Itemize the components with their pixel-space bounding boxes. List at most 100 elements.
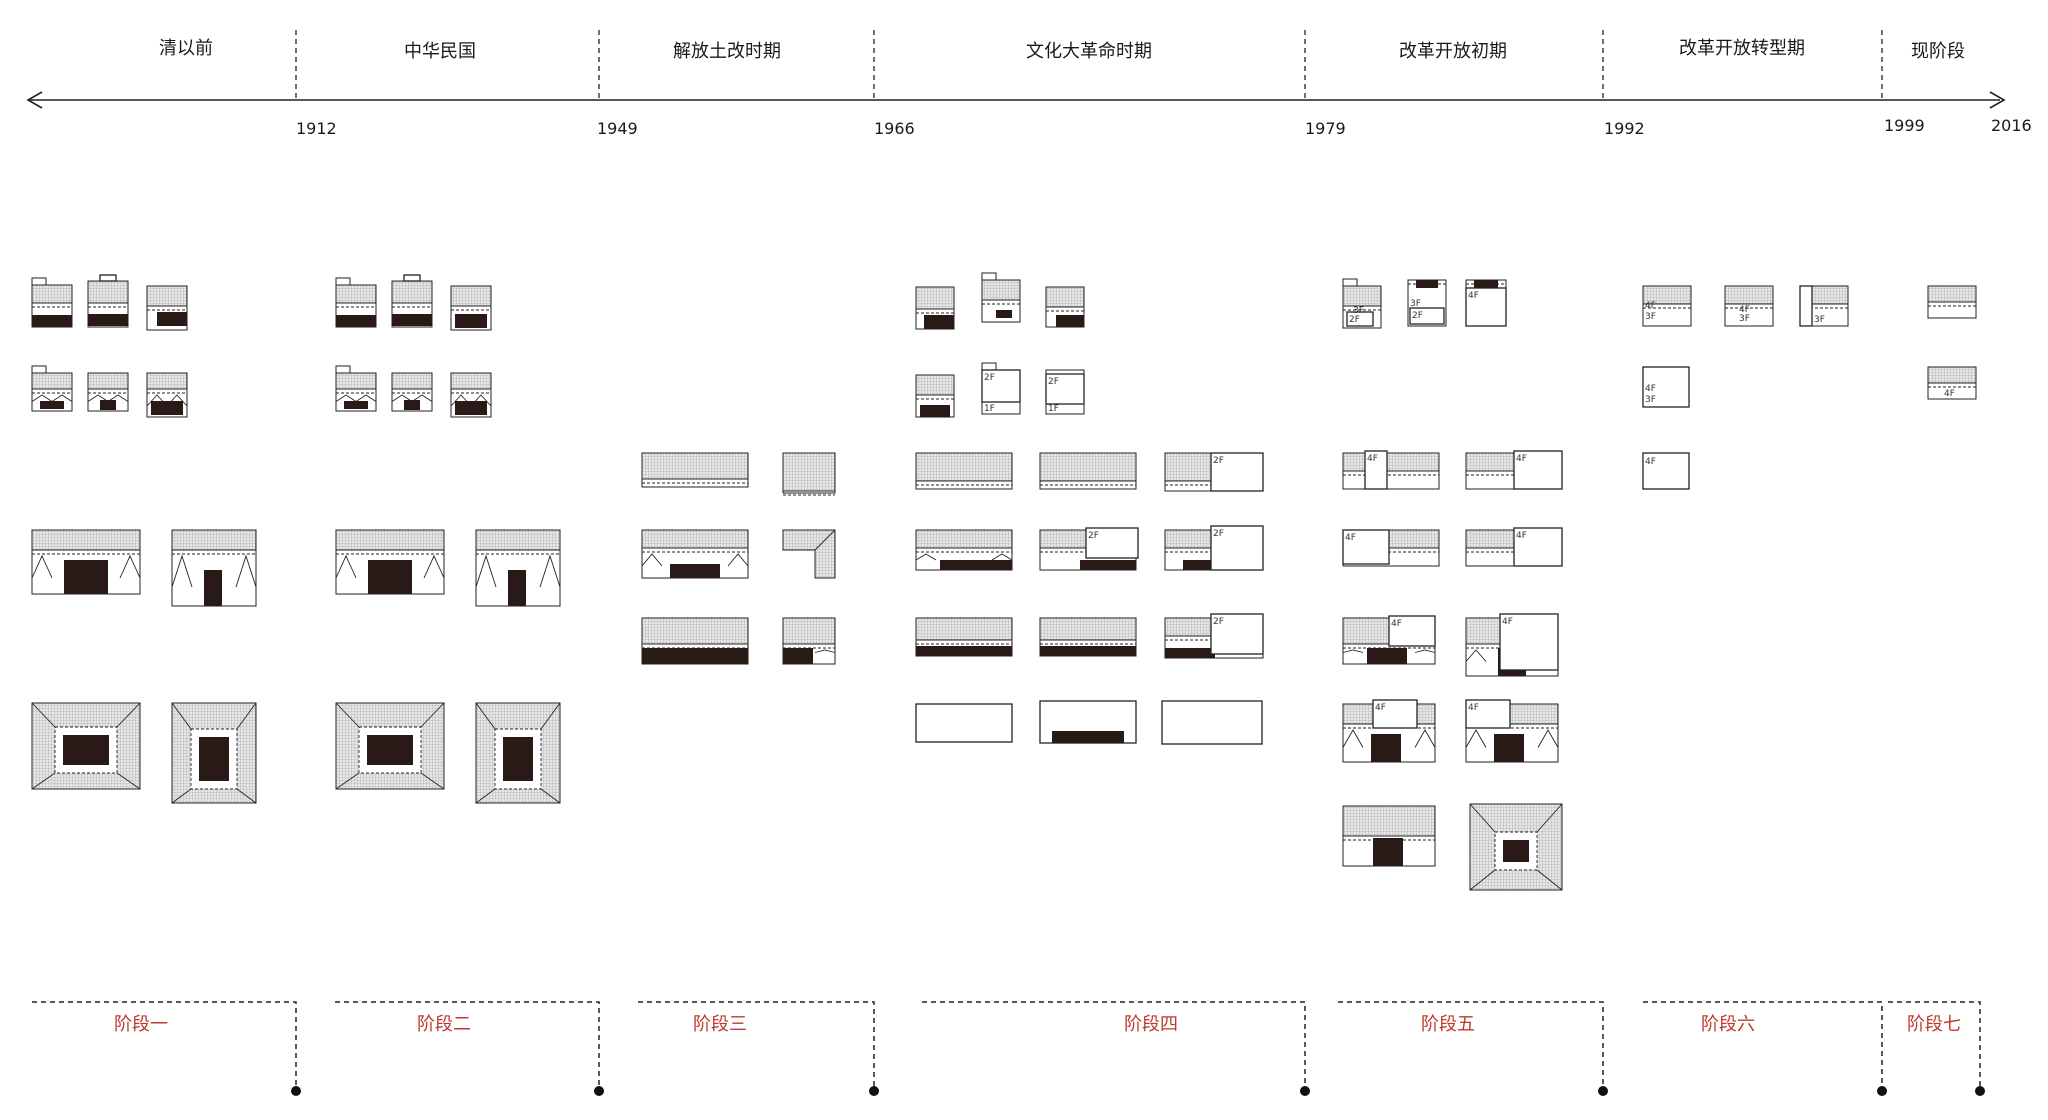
house-floorplan-icon: 2F 1F bbox=[1045, 369, 1085, 415]
svg-text:3F: 3F bbox=[1353, 306, 1364, 316]
house-floorplan-icon: 2F bbox=[1164, 613, 1264, 659]
house-floorplan-icon bbox=[146, 285, 188, 331]
timeline-dot-icon bbox=[1877, 1086, 1887, 1096]
svg-text:4F: 4F bbox=[1516, 531, 1527, 541]
house-floorplan-icon bbox=[915, 529, 1013, 571]
house-floorplan-icon bbox=[915, 703, 1013, 743]
svg-text:2F: 2F bbox=[1213, 529, 1224, 539]
svg-text:4F: 4F bbox=[1375, 703, 1386, 713]
svg-text:3F: 3F bbox=[1814, 315, 1825, 325]
timeline-dot-icon bbox=[1975, 1086, 1985, 1096]
house-floorplan-icon bbox=[1161, 700, 1263, 745]
period-label-early-reform: 改革开放初期 bbox=[1399, 41, 1507, 62]
house-floorplan-icon: 2F bbox=[1164, 452, 1264, 492]
house-floorplan-icon bbox=[915, 617, 1013, 657]
stage-brackets bbox=[32, 1001, 1981, 1090]
house-floorplan-icon bbox=[31, 365, 73, 412]
stage-label-1: 阶段一 bbox=[114, 1014, 168, 1035]
house-floorplan-icon bbox=[1039, 700, 1137, 744]
house-floorplan-icon bbox=[981, 272, 1021, 323]
stage-label-5: 阶段五 bbox=[1421, 1014, 1475, 1035]
house-floorplan-icon: 2F 1F bbox=[981, 362, 1021, 415]
house-floorplan-icon bbox=[1039, 617, 1137, 657]
svg-text:1F: 1F bbox=[984, 404, 995, 414]
timeline-dot-icon bbox=[1300, 1086, 1310, 1096]
period-dividers bbox=[295, 30, 1883, 100]
period-label-reform-transition: 改革开放转型期 bbox=[1679, 38, 1805, 59]
year-label-1912: 1912 bbox=[296, 119, 337, 138]
house-floorplan-icon bbox=[171, 529, 257, 607]
house-floorplan-icon bbox=[335, 365, 377, 412]
stage-label-3: 阶段三 bbox=[693, 1014, 747, 1035]
stage-label-6: 阶段六 bbox=[1701, 1014, 1755, 1035]
house-floorplan-icon bbox=[475, 529, 561, 607]
stage-label-7: 阶段七 bbox=[1907, 1014, 1961, 1035]
house-floorplan-icon: 2F bbox=[1164, 525, 1264, 571]
period-label-roc: 中华民国 bbox=[404, 41, 476, 62]
period-label-present: 现阶段 bbox=[1911, 41, 1965, 62]
house-floorplan-icon: 4F bbox=[1342, 699, 1436, 763]
house-floorplan-icon bbox=[87, 274, 129, 328]
svg-text:2F: 2F bbox=[1213, 456, 1224, 466]
stage-label-4: 阶段四 bbox=[1124, 1014, 1178, 1035]
year-label-1992: 1992 bbox=[1604, 119, 1645, 138]
house-floorplan-icon bbox=[450, 285, 492, 331]
svg-text:4F: 4F bbox=[1645, 457, 1656, 467]
svg-text:3F: 3F bbox=[1410, 299, 1421, 309]
svg-text:2F: 2F bbox=[1048, 377, 1059, 387]
year-label-1979: 1979 bbox=[1305, 119, 1346, 138]
period-label-qing: 清以前 bbox=[159, 38, 213, 59]
house-floorplan-icon bbox=[915, 374, 955, 418]
svg-text:4F: 4F bbox=[1645, 301, 1656, 311]
house-floorplan-icon bbox=[335, 529, 445, 595]
house-floorplan-icon bbox=[146, 372, 188, 418]
house-floorplan-icon: 4F bbox=[1342, 529, 1440, 567]
svg-text:2F: 2F bbox=[1412, 311, 1423, 321]
period-label-cultural-revolution: 文化大革命时期 bbox=[1026, 41, 1152, 62]
house-floorplan-icon bbox=[335, 277, 377, 328]
svg-text:2F: 2F bbox=[1088, 531, 1099, 541]
svg-text:2F: 2F bbox=[984, 373, 995, 383]
house-floorplan-icon bbox=[335, 702, 445, 790]
house-floorplan-icon bbox=[31, 277, 73, 328]
house-floorplan-icon bbox=[31, 702, 141, 790]
year-label-1949: 1949 bbox=[597, 119, 638, 138]
timeline-dot-icon bbox=[594, 1086, 604, 1096]
house-floorplan-icon: 4F bbox=[1927, 366, 1977, 400]
house-floorplan-icon: 2F bbox=[1039, 527, 1139, 571]
svg-text:2F: 2F bbox=[1349, 315, 1360, 325]
house-floorplan-icon bbox=[1469, 803, 1563, 891]
svg-text:4F: 4F bbox=[1645, 384, 1656, 394]
house-floorplan-icon bbox=[31, 529, 141, 595]
timeline-dot-icon bbox=[869, 1086, 879, 1096]
house-floorplan-icon bbox=[641, 452, 749, 488]
house-floorplan-icon bbox=[475, 702, 561, 804]
house-floorplan-icon bbox=[391, 274, 433, 328]
year-label-2016: 2016 bbox=[1991, 116, 2032, 135]
house-floorplan-icon: 4F bbox=[1642, 452, 1690, 490]
house-floorplan-icon bbox=[391, 372, 433, 412]
svg-text:3F: 3F bbox=[1739, 314, 1750, 324]
house-floorplan-icon bbox=[782, 617, 836, 665]
period-label-land-reform: 解放土改时期 bbox=[673, 41, 781, 62]
svg-text:2F: 2F bbox=[1213, 617, 1224, 627]
stage-label-2: 阶段二 bbox=[417, 1014, 471, 1035]
timeline: 清以前 中华民国 解放土改时期 文化大革命时期 改革开放初期 改革开放转型期 现… bbox=[26, 30, 2032, 138]
svg-text:3F: 3F bbox=[1645, 395, 1656, 405]
house-floorplan-icon: 4F bbox=[1465, 279, 1507, 327]
house-floorplan-icon bbox=[1045, 286, 1085, 328]
svg-text:4F: 4F bbox=[1502, 617, 1513, 627]
svg-text:4F: 4F bbox=[1516, 454, 1527, 464]
timeline-dot-icon bbox=[291, 1086, 301, 1096]
house-floorplan-icon bbox=[1342, 805, 1436, 867]
house-floorplan-icon bbox=[915, 452, 1013, 490]
house-floorplan-icon bbox=[641, 617, 749, 665]
house-floorplan-icon bbox=[450, 372, 492, 418]
svg-text:4F: 4F bbox=[1345, 533, 1356, 543]
svg-text:1F: 1F bbox=[1048, 404, 1059, 414]
house-floorplan-icon bbox=[782, 529, 836, 579]
